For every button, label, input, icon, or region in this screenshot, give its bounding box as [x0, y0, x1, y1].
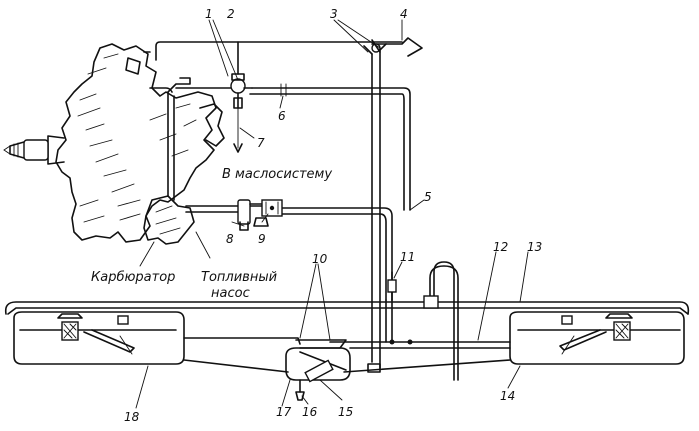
callout-9: 9 [258, 232, 266, 246]
callout-18: 18 [124, 410, 140, 424]
callout-7: 7 [257, 136, 265, 150]
callout-13: 13 [527, 240, 542, 254]
tank-left [13, 311, 185, 365]
callout-14: 14 [500, 389, 515, 403]
fuel-pipes [143, 41, 411, 369]
oil-system-label: В маслосистему [222, 167, 332, 182]
shutoff-valve [230, 73, 253, 153]
carburetor [143, 195, 195, 245]
crossbar [4, 301, 690, 315]
valve-4 [371, 37, 423, 57]
callout-5: 5 [424, 190, 432, 204]
callout-17: 17 [276, 405, 292, 419]
leader-lines [135, 19, 529, 409]
sump-tank [285, 339, 381, 401]
engine [3, 43, 225, 243]
carburetor-label: Карбюратор [91, 270, 175, 285]
callout-3: 3 [330, 7, 338, 21]
callout-6: 6 [278, 109, 286, 123]
callout-15: 15 [338, 405, 353, 419]
callout-16: 16 [302, 405, 318, 419]
fuel-pump-and-filter [237, 199, 283, 231]
callout-numbers: 1 2 3 4 5 6 7 8 9 10 11 12 13 14 15 16 1… [124, 7, 542, 424]
tank-pipes [183, 261, 511, 381]
tank-right [509, 311, 685, 365]
callout-2: 2 [227, 7, 235, 21]
fuel-pump-label-line2: насос [211, 286, 250, 301]
callout-12: 12 [493, 240, 508, 254]
callout-8: 8 [226, 232, 234, 246]
callout-4: 4 [400, 7, 408, 21]
callout-10: 10 [312, 252, 328, 266]
callout-1: 1 [205, 7, 213, 21]
callout-11: 11 [400, 250, 415, 264]
fuel-pump-label-line1: Топливный [201, 270, 277, 285]
